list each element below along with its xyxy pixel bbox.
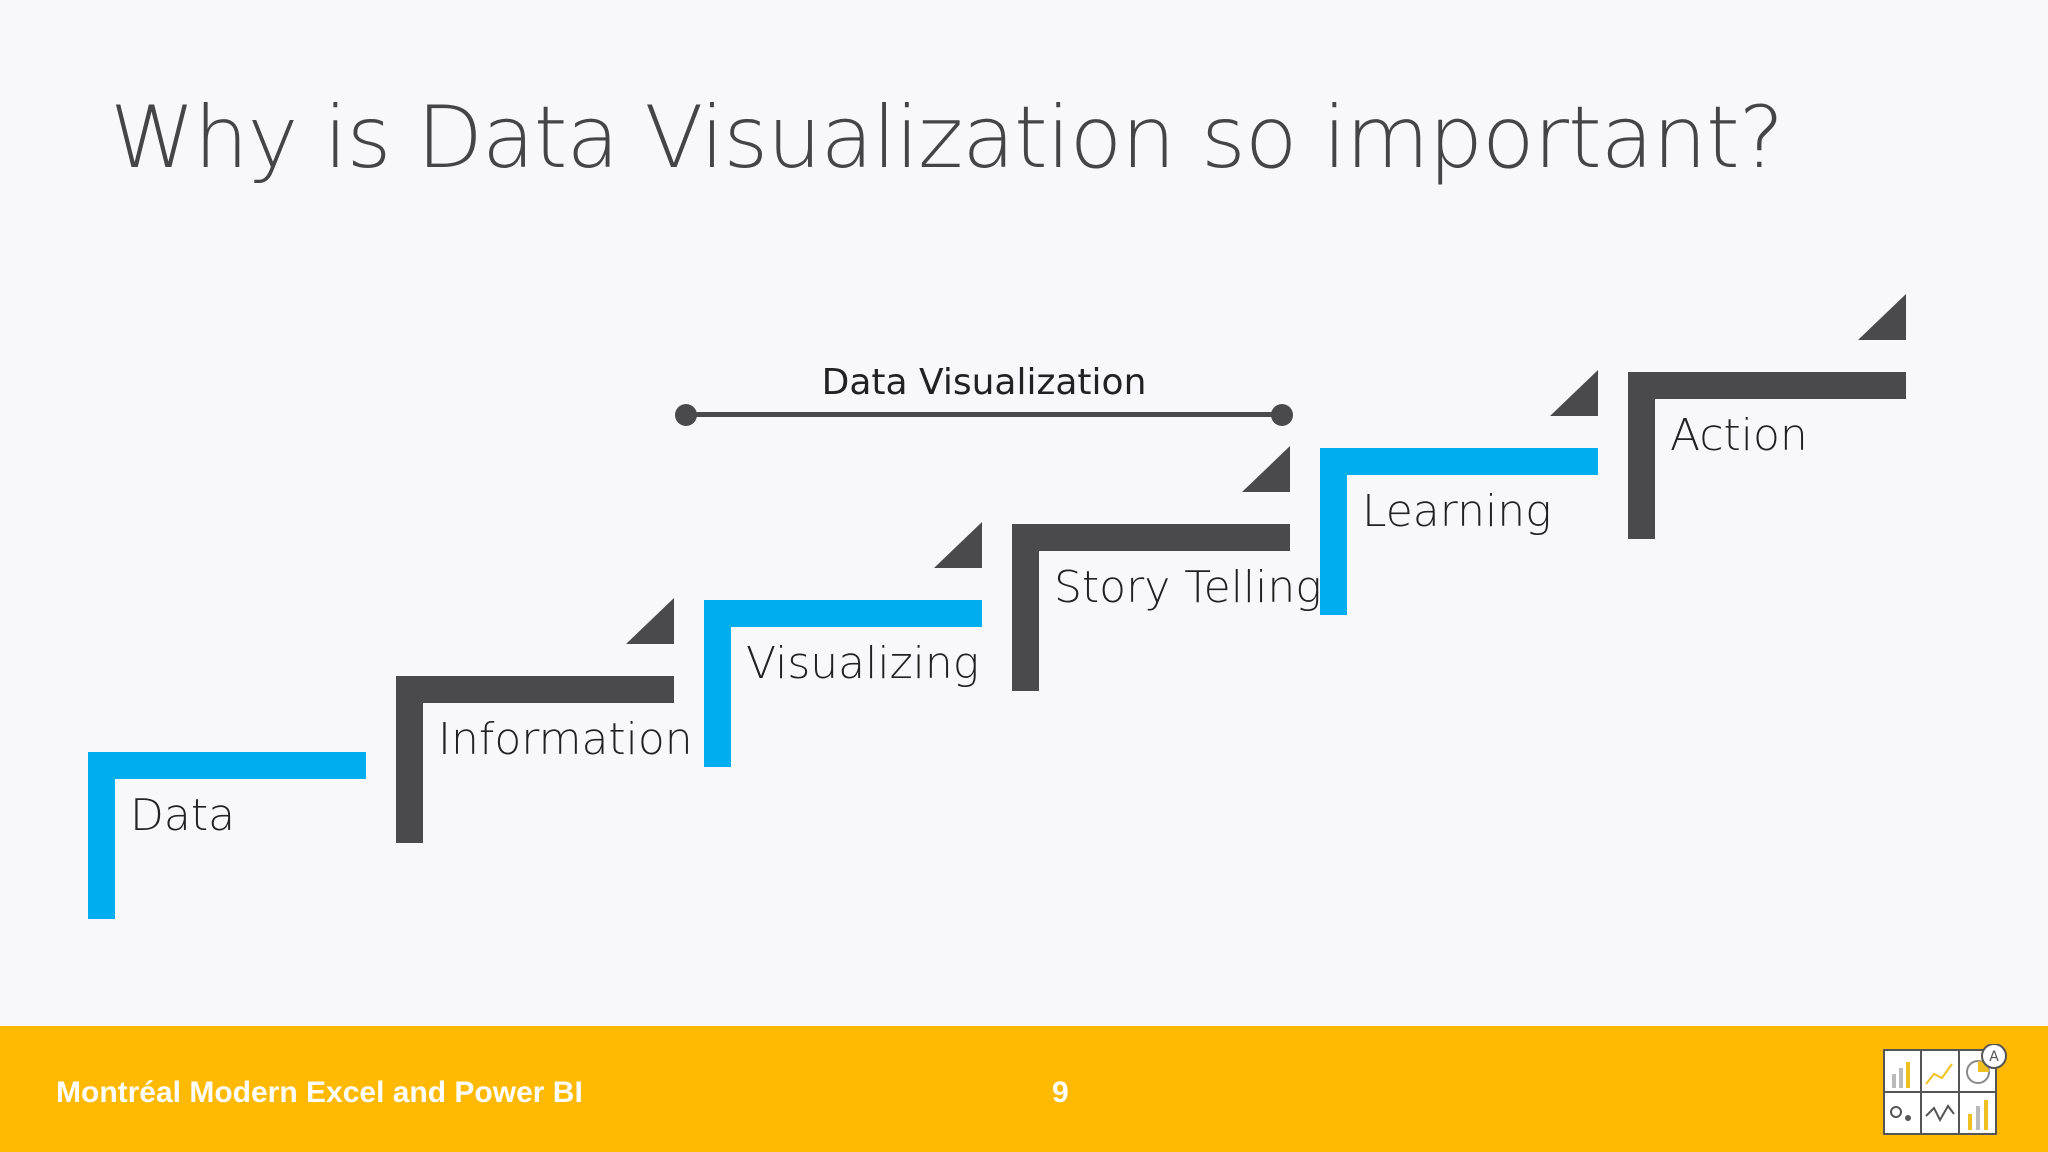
step-arrow-triangle — [1858, 294, 1906, 340]
step-label: Action — [1670, 410, 1808, 461]
chart-grid-logo-icon: A — [1882, 1043, 2010, 1136]
step-vertical-bar — [704, 600, 731, 767]
slide-title: Why is Data Visualization so important? — [110, 88, 1784, 188]
step-vertical-bar — [396, 676, 423, 843]
step-horizontal-bar — [396, 676, 674, 703]
step-arrow-triangle — [626, 598, 674, 644]
step-arrow-triangle — [934, 522, 982, 568]
step-vertical-bar — [88, 752, 115, 919]
step-vertical-bar — [1320, 448, 1347, 615]
step-horizontal-bar — [704, 600, 982, 627]
step-arrow-triangle — [1242, 446, 1290, 492]
step-vertical-bar — [1012, 524, 1039, 691]
step-arrow-triangle — [1550, 370, 1598, 416]
step-label: Learning — [1362, 486, 1552, 537]
step-vertical-bar — [1628, 372, 1655, 539]
range-start-dot — [675, 404, 697, 426]
step-label: Visualizing — [746, 638, 980, 689]
step-label: Data — [130, 790, 236, 841]
footer-bar — [0, 1026, 2048, 1152]
step-horizontal-bar — [88, 752, 366, 779]
svg-text:A: A — [1989, 1049, 1999, 1065]
step-horizontal-bar — [1012, 524, 1290, 551]
step-label: Information — [438, 714, 693, 765]
page-number: 9 — [1052, 1076, 1069, 1109]
range-line — [686, 412, 1282, 417]
range-label: Data Visualization — [821, 362, 1147, 403]
step-horizontal-bar — [1628, 372, 1906, 399]
step-horizontal-bar — [1320, 448, 1598, 475]
step-label: Story Telling — [1054, 562, 1322, 613]
range-end-dot — [1271, 404, 1293, 426]
footer-text: Montréal Modern Excel and Power BI — [56, 1076, 583, 1109]
